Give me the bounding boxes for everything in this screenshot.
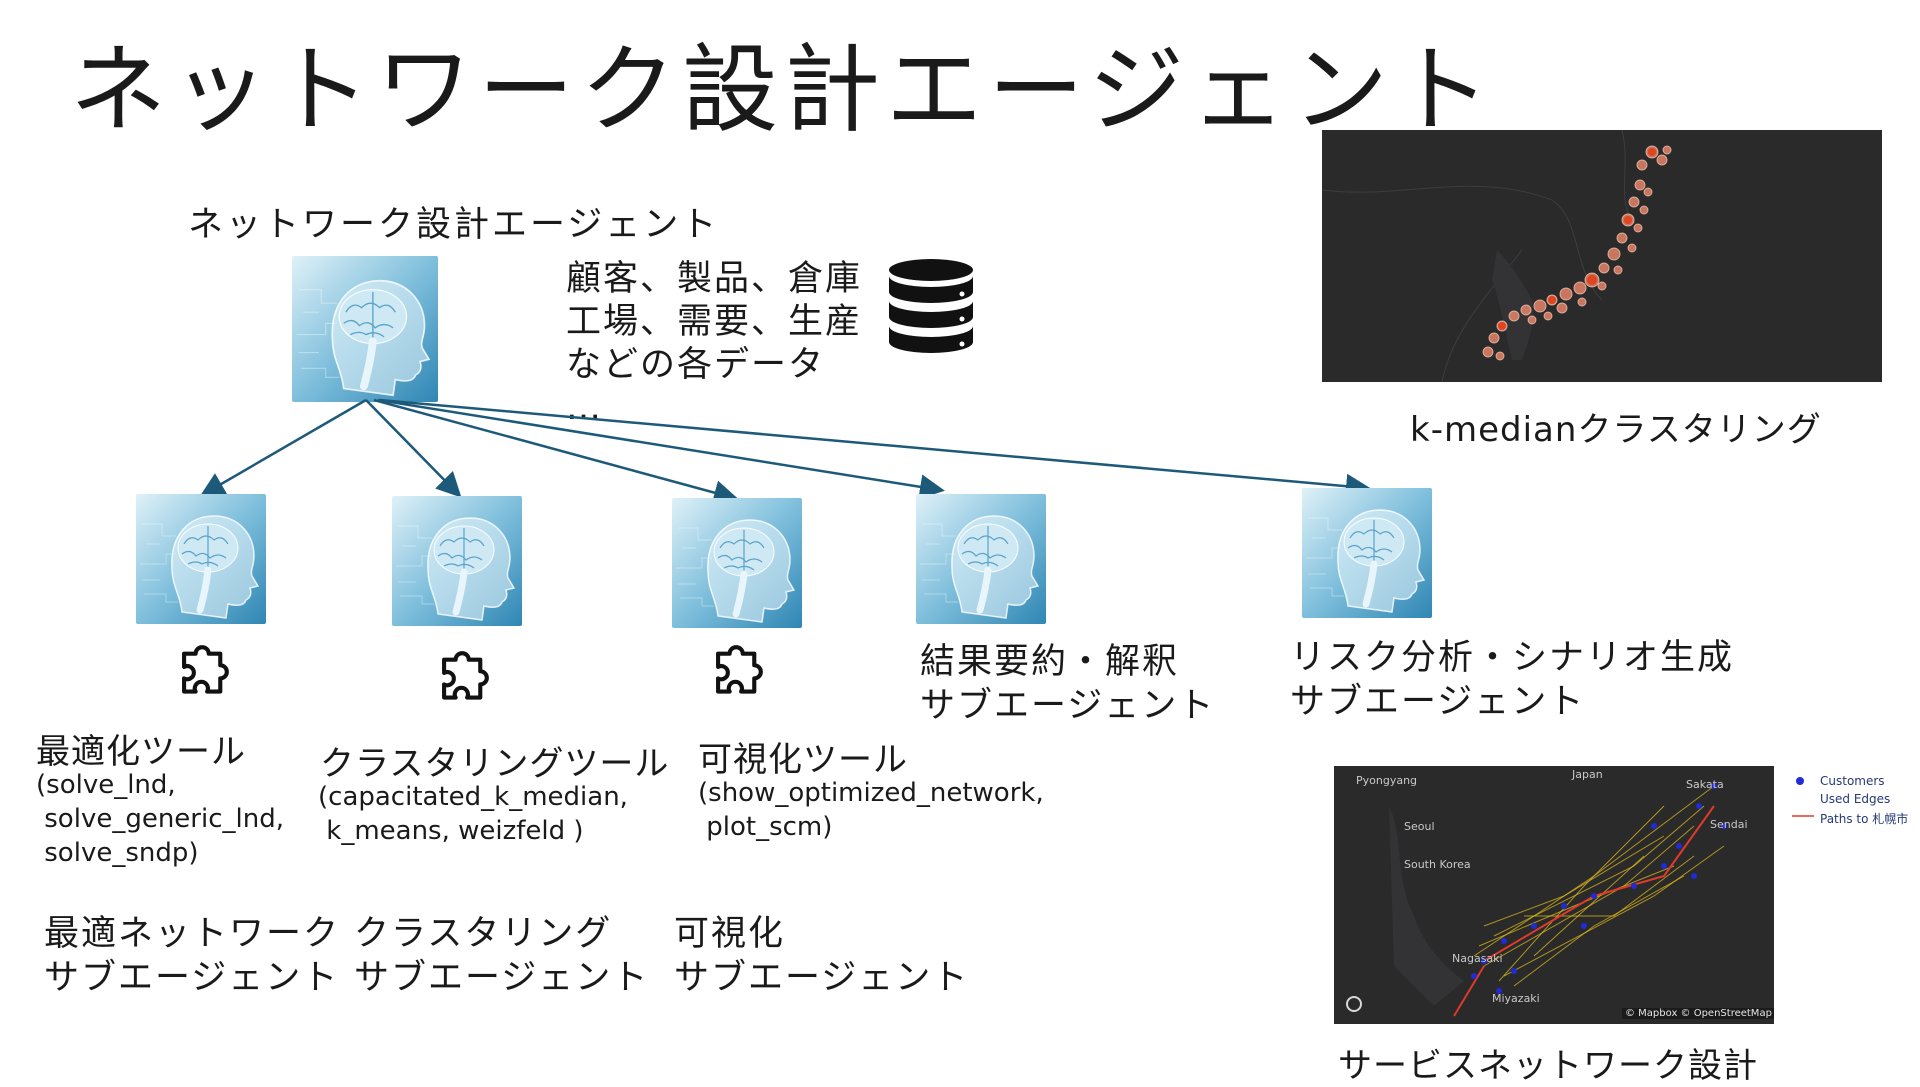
summary-sub-agent-label: 結果要約・解釈 サブエージェント bbox=[920, 642, 1216, 726]
visualization-tool-puzzle-piece-icon bbox=[700, 634, 774, 708]
map-label-japan: Japan bbox=[1572, 768, 1603, 781]
legend-used-edges: Used Edges bbox=[1820, 792, 1891, 806]
map-label-nagasaki: Nagasaki bbox=[1452, 952, 1503, 965]
visualization-sub-agent-label: 可視化 サブエージェント bbox=[674, 914, 970, 998]
clustering-tool-name: クラスタリングツール bbox=[320, 744, 670, 784]
summary-agent-ai-head-icon bbox=[916, 494, 1046, 624]
map-label-sakata: Sakata bbox=[1686, 778, 1724, 791]
legend-paths-to-sapporo: Paths to 札幌市 bbox=[1820, 812, 1909, 826]
main-agent-label: ネットワーク設計エージェント bbox=[188, 205, 720, 245]
map-attribution: © Mapbox © OpenStreetMap bbox=[1622, 1008, 1774, 1019]
clustering-tool-puzzle-piece-icon bbox=[426, 640, 500, 714]
kmedian-caption: k-medianクラスタリング bbox=[1410, 410, 1822, 450]
optimization-sub-agent-label: 最適ネットワーク サブエージェント bbox=[44, 914, 341, 998]
optimization-tool-puzzle-piece-icon bbox=[166, 634, 240, 708]
main-agent-ai-head-icon bbox=[292, 256, 438, 402]
clustering-sub-agent-label: クラスタリング サブエージェント bbox=[354, 914, 650, 998]
network-caption: サービスネットワーク設計 bbox=[1338, 1046, 1758, 1086]
clustering-tool-functions: (capacitated_k_median, k_means, weizfeld… bbox=[318, 782, 628, 846]
visualization-tool-name: 可視化ツール bbox=[698, 740, 908, 780]
clustering-agent-ai-head-icon bbox=[392, 496, 522, 626]
service-network-map: Pyongyang Seoul South Korea Japan Sakata… bbox=[1334, 766, 1774, 1024]
data-description: 顧客、製品、倉庫 工場、需要、生産 などの各データ … bbox=[566, 259, 863, 428]
visualization-agent-ai-head-icon bbox=[672, 498, 802, 628]
map-label-miyazaki: Miyazaki bbox=[1492, 992, 1540, 1005]
risk-sub-agent-label: リスク分析・シナリオ生成 サブエージェント bbox=[1290, 638, 1735, 722]
map-label-seoul: Seoul bbox=[1404, 820, 1435, 833]
map-label-pyongyang: Pyongyang bbox=[1356, 774, 1418, 787]
optimization-tool-name: 最適化ツール bbox=[36, 732, 246, 772]
network-map-legend: Customers Used Edges Paths to 札幌市 bbox=[1792, 772, 1916, 832]
database-icon bbox=[888, 258, 974, 362]
visualization-tool-functions: (show_optimized_network, plot_scm) bbox=[698, 778, 1044, 842]
optimization-agent-ai-head-icon bbox=[136, 494, 266, 624]
map-label-south-korea: South Korea bbox=[1404, 858, 1471, 871]
map-label-sendai: Sendai bbox=[1710, 818, 1748, 831]
slide-title: ネットワーク設計エージェント bbox=[70, 34, 1497, 146]
risk-agent-ai-head-icon bbox=[1302, 488, 1432, 618]
kmedian-cluster-map bbox=[1322, 130, 1882, 382]
legend-customers: Customers bbox=[1820, 774, 1885, 788]
optimization-tool-functions: (solve_lnd, solve_generic_lnd, solve_snd… bbox=[36, 770, 284, 868]
